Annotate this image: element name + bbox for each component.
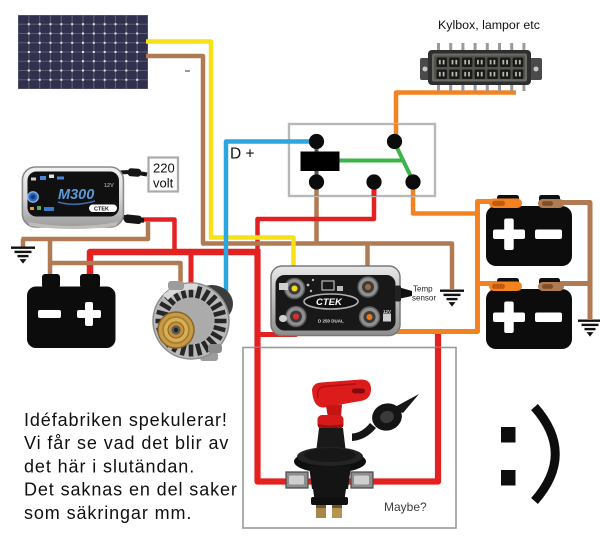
svg-text:D 250 DUAL: D 250 DUAL	[318, 319, 344, 324]
svg-text:12V: 12V	[383, 309, 391, 314]
svg-text:12V: 12V	[104, 183, 114, 189]
svg-text:Kylbox, lampor etc: Kylbox, lampor etc	[438, 18, 540, 32]
svg-text:Vi får se vad det blir av: Vi får se vad det blir av	[24, 433, 229, 453]
svg-text:Maybe?: Maybe?	[384, 500, 427, 514]
svg-text:220: 220	[153, 161, 175, 176]
svg-text:CTEK: CTEK	[316, 297, 343, 308]
svg-text:sensor: sensor	[412, 294, 436, 303]
svg-text:CTEK: CTEK	[94, 207, 109, 213]
svg-text:Det saknas en del saker: Det saknas en del saker	[24, 480, 238, 500]
svg-text:D +: D +	[230, 146, 255, 163]
svg-text:som säkringar mm.: som säkringar mm.	[24, 503, 192, 523]
svg-text:Idéfabriken spekulerar!: Idéfabriken spekulerar!	[24, 410, 228, 430]
svg-text:M300: M300	[58, 187, 94, 203]
svg-text:volt: volt	[153, 176, 174, 191]
svg-text:det här i slutändan.: det här i slutändan.	[24, 456, 195, 476]
svg-text:Temp: Temp	[413, 285, 433, 294]
